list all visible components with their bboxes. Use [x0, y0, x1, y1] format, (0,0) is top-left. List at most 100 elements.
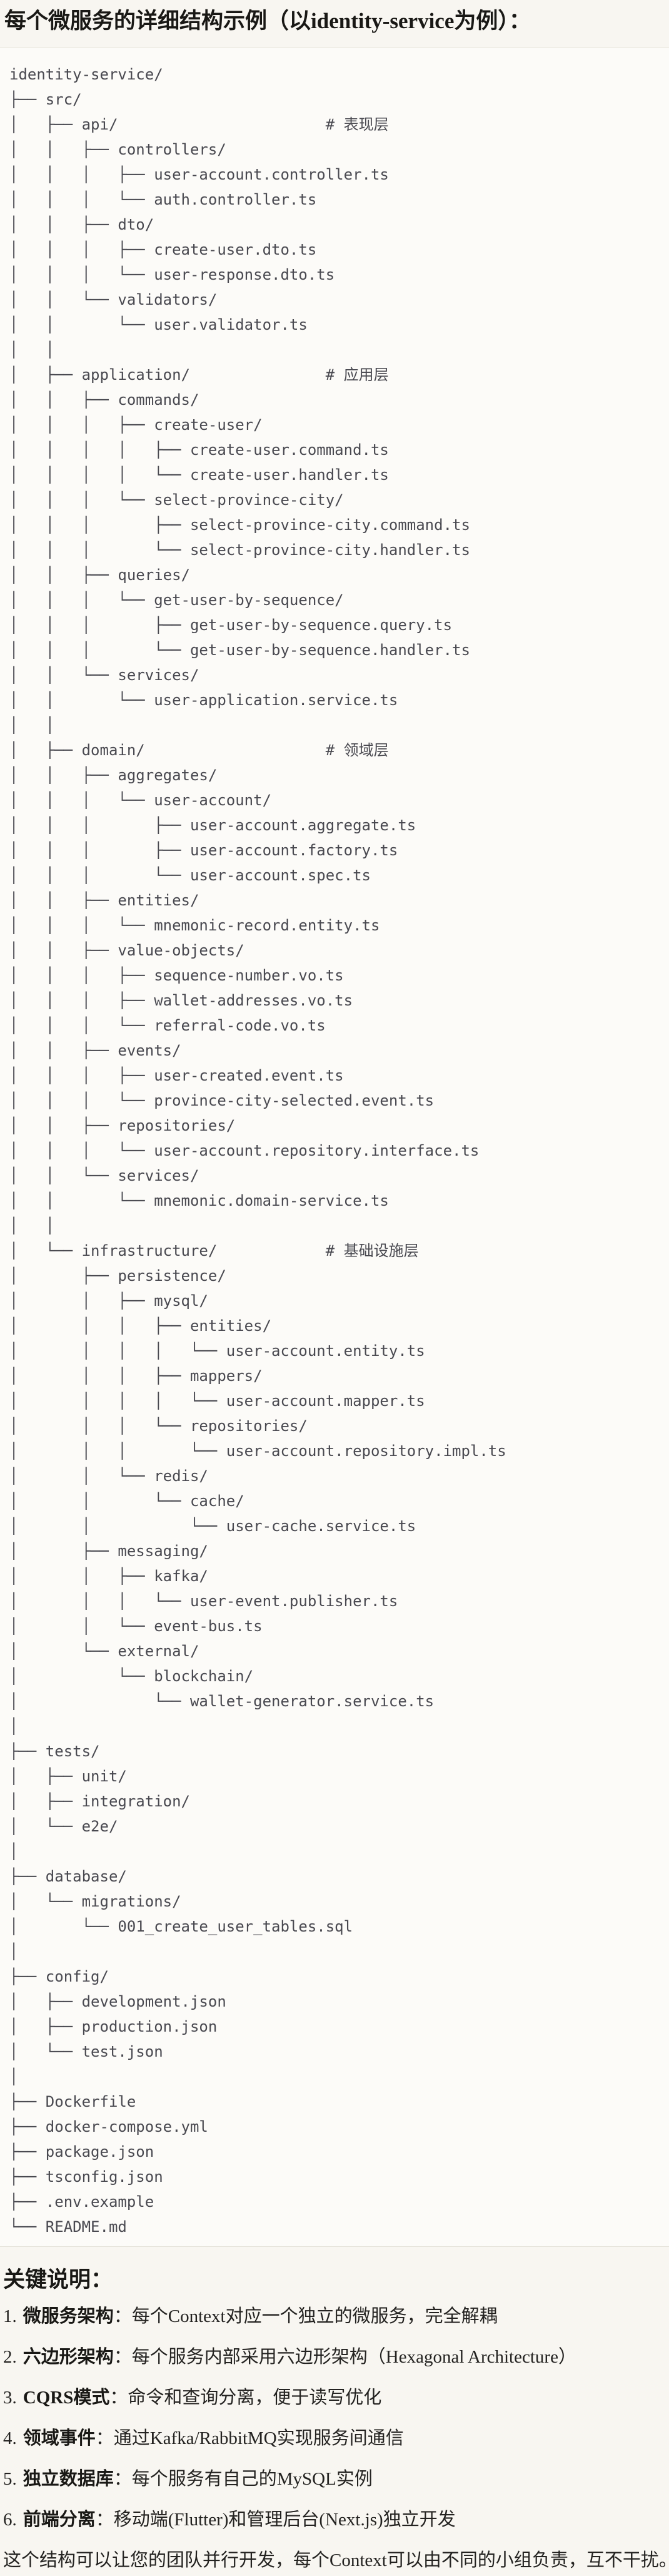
- tree-line: │ └── 001_create_user_tables.sql: [9, 1917, 353, 1935]
- tree-line: │ │ ├── value-objects/: [9, 941, 244, 959]
- tree-line: │ │ │ └── get-user-by-sequence.handler.t…: [9, 641, 470, 659]
- tree-line: │ │ ├── kafka/: [9, 1567, 208, 1585]
- tree-line: │ ├── application/ # 应用层: [9, 365, 389, 384]
- tree-line: │ ├── development.json: [9, 1992, 226, 2010]
- tree-line: │ │ │ │ └── user-account.entity.ts: [9, 1341, 425, 1360]
- note-text: ：通过Kafka/RabbitMQ实现服务间通信: [95, 2428, 404, 2448]
- note-label: 六边形架构: [23, 2346, 114, 2367]
- tree-line: │ │: [9, 1216, 55, 1235]
- tree-line: │ │ │ │ └── user-account.mapper.ts: [9, 1392, 425, 1410]
- tree-line: │ │: [9, 716, 55, 734]
- tree-line: ├── database/: [9, 1867, 127, 1885]
- tree-line: │ │ │ └── user-account/: [9, 791, 272, 809]
- tree-line: │ │ │ └── auth.controller.ts: [9, 190, 317, 208]
- note-label: 领域事件: [23, 2428, 96, 2448]
- notes-heading: 关键说明：: [3, 2267, 113, 2292]
- tree-line: │ │ │ └── repositories/: [9, 1417, 308, 1435]
- tree-line: │ │ │ └── mnemonic-record.entity.ts: [9, 916, 380, 934]
- tree-line: ├── docker-compose.yml: [9, 2117, 208, 2136]
- tree-line: │ │ │ └── get-user-by-sequence/: [9, 591, 344, 609]
- tree-line: │ ├── unit/: [9, 1767, 127, 1785]
- tree-line: │ └── external/: [9, 1642, 199, 1660]
- tree-line: │ │ │ │ ├── create-user.command.ts: [9, 440, 389, 459]
- note-text: ：每个Context对应一个独立的微服务，完全解耦: [113, 2306, 498, 2326]
- tree-line: ├── package.json: [9, 2142, 154, 2161]
- note-item-domain-events: 4. 领域事件：通过Kafka/RabbitMQ实现服务间通信: [3, 2426, 664, 2451]
- tree-line: │ │ │ └── user-account.repository.impl.t…: [9, 1442, 506, 1460]
- tree-line: │ └── migrations/: [9, 1892, 181, 1910]
- tree-line: │ │ │ └── province-city-selected.event.t…: [9, 1091, 435, 1109]
- page-title: 每个微服务的详细结构示例（以identity-service为例）：: [4, 9, 531, 33]
- note-text: ：命令和查询分离，便于读写优化: [109, 2387, 382, 2408]
- note-label: 微服务架构: [23, 2306, 114, 2326]
- note-number: 6.: [3, 2509, 17, 2530]
- tree-line: │ │ │ ├── wallet-addresses.vo.ts: [9, 991, 353, 1009]
- tree-line: │ ├── persistence/: [9, 1266, 226, 1285]
- tree-line: │ │ │ ├── user-account.controller.ts: [9, 165, 389, 183]
- tree-line: │ ├── production.json: [9, 2017, 218, 2035]
- tree-line: ├── config/: [9, 1967, 109, 1985]
- tree-line: │ └── blockchain/: [9, 1667, 254, 1685]
- tree-line: │ ├── api/ # 表现层: [9, 115, 389, 133]
- note-item-cqrs: 3. CQRS模式：命令和查询分离，便于读写优化: [3, 2385, 664, 2410]
- closing-paragraph: 这个结构可以让您的团队并行开发，每个Context可以由不同的小组负责，互不干扰…: [3, 2550, 669, 2570]
- tree-line: └── README.md: [9, 2217, 127, 2236]
- tree-line: │ │ └── validators/: [9, 290, 218, 308]
- code-block: identity-service/ ├── src/ │ ├── api/ # 表现…: [0, 47, 669, 2247]
- tree-line: │ │ └── mnemonic.domain-service.ts: [9, 1191, 389, 1209]
- tree-line: │ │ │ ├── get-user-by-sequence.query.ts: [9, 616, 453, 634]
- tree-line: │ │ │ └── referral-code.vo.ts: [9, 1016, 326, 1034]
- tree-line: │ │ └── cache/: [9, 1492, 244, 1510]
- tree-line: │ │ │ ├── sequence-number.vo.ts: [9, 966, 344, 984]
- tree-line: │ │ ├── dto/: [9, 215, 154, 233]
- tree-line: │ │ │ ├── create-user/: [9, 415, 263, 434]
- note-label: 独立数据库: [23, 2468, 114, 2489]
- note-number: 4.: [3, 2428, 17, 2448]
- tree-line: │ │ │ │ └── create-user.handler.ts: [9, 466, 389, 484]
- tree-line: identity-service/: [9, 65, 163, 83]
- tree-line: ├── src/: [9, 90, 82, 108]
- tree-line: │ │ ├── events/: [9, 1041, 181, 1059]
- tree-line: │ │ │ ├── user-created.event.ts: [9, 1066, 344, 1084]
- note-item-frontend: 6. 前端分离：移动端(Flutter)和管理后台(Next.js)独立开发: [3, 2507, 664, 2532]
- tree-line: │: [9, 2067, 19, 2085]
- note-item-hexagonal: 2.六边形架构：每个服务内部采用六边形架构（Hexagonal Architec…: [3, 2344, 664, 2370]
- tree-line: │ │ ├── mysql/: [9, 1291, 208, 1310]
- tree-line: │ │ ├── repositories/: [9, 1116, 236, 1134]
- tree-line: │ ├── integration/: [9, 1792, 190, 1810]
- tree-line: │ │ ├── aggregates/: [9, 766, 218, 784]
- tree-line: │ │ │ ├── entities/: [9, 1316, 272, 1335]
- tree-line: │: [9, 1717, 19, 1735]
- note-number: 3.: [3, 2387, 17, 2408]
- tree-line: │ │ ├── queries/: [9, 566, 190, 584]
- note-label: CQRS模式: [23, 2387, 110, 2408]
- notes-section: 关键说明： 1. 微服务架构：每个Context对应一个独立的微服务，完全解耦 2…: [0, 2267, 669, 2573]
- note-number: 1.: [3, 2306, 17, 2326]
- tree-line: │ ├── messaging/: [9, 1542, 208, 1560]
- tree-line: │ │ ├── controllers/: [9, 140, 226, 158]
- tree-line: │ └── infrastructure/ # 基础设施层: [9, 1241, 419, 1260]
- tree-line: ├── Dockerfile: [9, 2092, 136, 2110]
- note-item-database: 5.独立数据库：每个服务有自己的MySQL实例: [3, 2467, 664, 2492]
- note-label: 前端分离: [23, 2509, 96, 2530]
- tree-line: │ │ │ ├── create-user.dto.ts: [9, 240, 317, 258]
- tree-line: │: [9, 1942, 19, 1960]
- tree-line: │ │ │ ├── user-account.aggregate.ts: [9, 816, 416, 834]
- tree-line: │ │ │ └── user-event.publisher.ts: [9, 1592, 398, 1610]
- note-text: ：移动端(Flutter)和管理后台(Next.js)独立开发: [95, 2509, 456, 2530]
- tree-line: │ │ └── user-cache.service.ts: [9, 1517, 416, 1535]
- tree-line: ├── .env.example: [9, 2192, 154, 2211]
- tree-line: │ │ └── services/: [9, 1166, 199, 1184]
- note-item-microservice: 1. 微服务架构：每个Context对应一个独立的微服务，完全解耦: [3, 2304, 664, 2329]
- note-text: ：每个服务内部采用六边形架构（Hexagonal Architecture）: [113, 2346, 576, 2367]
- tree-line: │ │ │ ├── mappers/: [9, 1367, 263, 1385]
- tree-line: │ │: [9, 340, 55, 359]
- tree-line: │ │ │ └── select-province-city/: [9, 491, 344, 509]
- note-text: ：每个服务有自己的MySQL实例: [113, 2468, 373, 2489]
- tree-line: │ │ ├── commands/: [9, 390, 199, 409]
- tree-line: │ ├── domain/ # 领域层: [9, 741, 389, 759]
- tree-line: │ │ │ └── user-account.repository.interf…: [9, 1141, 480, 1159]
- tree-line: │ │ └── user.validator.ts: [9, 315, 308, 333]
- tree-line: │ │ └── user-application.service.ts: [9, 691, 398, 709]
